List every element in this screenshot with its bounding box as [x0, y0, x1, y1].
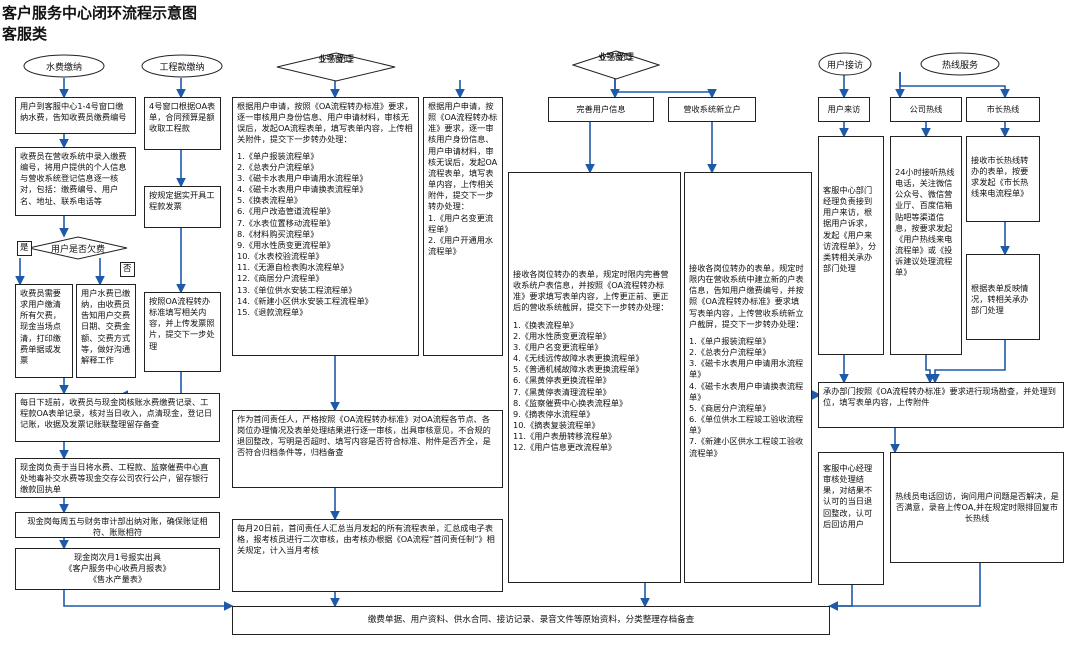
archive-step: 缴费单据、用户资料、供水合同、接访记录、录音文件等原始资料，分类整理存档备查	[232, 606, 830, 635]
manager-review: 客服中心经理审核处理结果，对结果不认可的当日退回整改，认可后回访用户	[818, 452, 884, 585]
daily-reconcile: 每日下班前，收费员与现金岗核账水费缴费记录、工程款OA表单记录，核对当日收入，点…	[15, 393, 220, 442]
business5-main-item: 10.《水表校验流程单》	[237, 251, 324, 262]
new-account-item: 6.《单位供水工程竣工验收流程单》	[689, 414, 804, 436]
monthly-report-line3: 《售水产量表》	[88, 574, 147, 585]
page-subtitle: 客服类	[2, 25, 48, 43]
business5-main-item: 1.《单户报装流程单》	[237, 150, 319, 161]
perfect-info-item: 12.《用户信息更改流程单》	[513, 442, 617, 453]
hotline-header: 热线服务	[920, 52, 1000, 76]
business5-main-item: 2.《总表分户流程单》	[237, 161, 319, 172]
business6-header-line1: 业务受理	[597, 53, 634, 63]
arrears-decision: 用户是否欠费	[28, 236, 128, 260]
business5-main-item: 4.《磁卡水表用户申请换表流程单》	[237, 184, 368, 195]
business5-main-item: 3.《磁卡水表用户申请用水流程单》	[237, 172, 368, 183]
water-step-explain: 用户水费已缴纳，由收费员告知用户交费日期、交费金额、交费方式等，做好沟通解释工作	[76, 284, 136, 378]
business5-main-item: 15.《退款流程单》	[237, 306, 308, 317]
cash-deposit: 现金岗负责于当日将水费、工程款、监察催费中心直处地毒补交水费等现金交存公司农行公…	[15, 458, 220, 498]
dept-handling: 承办部门按照《OA流程转办标准》要求进行现场勘查，并处理到位，填写表单内容，上传…	[818, 382, 1064, 428]
page-title: 客户服务中心闭环流程示意图	[2, 4, 198, 22]
water-step-collect-arrears: 收费员需要求用户缴清所有欠费，现金当场点清，打印缴费单据或发票	[15, 284, 73, 378]
business5-main-item: 7.《水表位置移动流程单》	[237, 217, 335, 228]
new-account-item: 3.《磁卡水表用户申请用水流程单》	[689, 358, 804, 380]
perfect-info-item: 6.《黑黄停表更换流程单》	[513, 375, 611, 386]
new-account-item: 2.《总表分户流程单》	[689, 347, 771, 358]
perfect-info-item: 3.《用户名变更流程单》	[513, 341, 603, 352]
business5-main-item: 9.《用水性质变更流程单》	[237, 239, 335, 250]
callback-step: 热线员电话回访，询问用户问题是否解决，是否满意，录音上传OA,并在规定时限排回复…	[890, 452, 1064, 563]
business5-main-item: 5.《换表流程单》	[237, 195, 303, 206]
perfect-info-item: 4.《无线远传故障水表更换流程单》	[513, 353, 644, 364]
business5-main-item: 11.《无源自检表购水流程单》	[237, 262, 349, 273]
business5-header-line1: 业务受理	[317, 55, 354, 65]
business5-main-item: 13.《单位供水安装工程流程单》	[237, 284, 357, 295]
business5-side-flow: 根据用户申请，按照《OA流程转办标准》要求，逐一审核用户身份信息、用户申请材料，…	[423, 97, 503, 356]
engineering-step-collect: 4号窗口根据OA表单，合同预算是额收取工程款	[144, 97, 221, 150]
visit-sub-header: 用户来访	[818, 97, 870, 122]
business5-main-flow: 根据用户申请，按照《OA流程转办标准》要求，逐一审核用户身份信息、用户申请材料，…	[232, 97, 419, 356]
water-step-verify: 收费员在营收系统中录入缴费编号，将用户提供的个人信息与营收系统登记信息逐一核对，…	[15, 147, 136, 216]
perfect-info-item: 11.《用户表册转移流程单》	[513, 431, 617, 442]
monthly-summary: 每月20日前，首问责任人汇总当月发起的所有流程表单，汇总成电子表格，报考核员进行…	[232, 519, 503, 592]
yes-label: 是	[17, 241, 32, 256]
mayor-hotline-header: 市长热线	[966, 97, 1040, 122]
business5-main-item: 12.《商居分户流程单》	[237, 273, 324, 284]
business6-header-line2: 6号窗口	[599, 53, 633, 63]
business5-header: 业务受理 5号窗口	[276, 52, 396, 82]
business5-side-intro: 根据用户申请，按照《OA流程转办标准》要求，逐一审核用户身份信息、用户申请材料，…	[428, 101, 498, 212]
new-account-item: 1.《单户报装流程单》	[689, 335, 771, 346]
engineering-step-upload: 按照OA流程转办标准填写相关内容，并上传发票照片，提交下一步处理	[144, 292, 221, 372]
perfect-info-item: 5.《普通机械故障水表更换流程单》	[513, 364, 644, 375]
mayor-hotline-step2: 根据表单反映情况，转相关承办部门处理	[966, 254, 1040, 340]
business5-header-line2: 5号窗口	[319, 55, 353, 65]
first-responsibility-review: 作为首问责任人，严格按照《OA流程转办标准》对OA流程各节点、各岗位办理情况及表…	[232, 410, 503, 488]
new-account-item: 5.《商居分户流程单》	[689, 402, 771, 413]
engineering-header: 工程款缴纳	[141, 54, 223, 78]
perfect-info-item: 7.《黑黄停表清理流程单》	[513, 386, 611, 397]
perfect-info-item: 9.《摘表停水流程单》	[513, 408, 595, 419]
perfect-info-item: 1.《换表流程单》	[513, 319, 579, 330]
company-hotline-header: 公司热线	[890, 97, 962, 122]
mayor-hotline-step1: 接收市长热线转办的表单，按要求发起《市长热线来电流程单》	[966, 136, 1040, 222]
new-account-item: 7.《新建小区供水工程竣工验收流程单》	[689, 436, 804, 458]
monthly-report: 现金岗次月1号报实出具 《客户服务中心收费月报表》 《售水产量表》	[15, 548, 220, 590]
perfect-info-item: 2.《用水性质变更流程单》	[513, 330, 611, 341]
new-account-intro: 接收各岗位转办的表单，规定时限内在营收系统中建立新的户表信息，告知用户缴费编号，…	[689, 263, 804, 329]
weekly-reconcile: 现金岗每周五与财务审计部出纳对账，确保账证相符、账账相符	[15, 512, 220, 538]
business5-side-item: 1.《用户名变更流程单》	[428, 212, 494, 234]
perfect-info-intro: 接收各岗位转办的表单，规定时限内完善营收系统户表信息，并按照《OA流程转办标准》…	[513, 269, 669, 313]
visit-step: 客服中心部门经理负责接到用户来访，根据用户诉求，发起《用户来访流程单》，分类转相…	[818, 136, 884, 355]
no-label: 否	[120, 262, 135, 277]
business6-header: 业务受理 6号窗口	[572, 50, 660, 80]
business5-main-intro: 根据用户申请，按照《OA流程转办标准》要求，逐一审核用户身份信息、用户申请材料，…	[237, 101, 413, 145]
perfect-info-flow: 接收各岗位转办的表单，规定时限内完善营收系统户表信息，并按照《OA流程转办标准》…	[508, 172, 681, 583]
new-account-item: 4.《磁卡水表用户申请换表流程单》	[689, 380, 804, 402]
water-fee-header: 水费缴纳	[23, 54, 105, 78]
new-account-flow: 接收各岗位转办的表单，规定时限内在营收系统中建立新的户表信息，告知用户缴费编号，…	[684, 172, 812, 583]
perfect-info-item: 10.《摘表复装流程单》	[513, 420, 600, 431]
business5-main-item: 14.《新建小区供水安装工程流程单》	[237, 295, 373, 306]
business5-main-item: 8.《材料购买流程单》	[237, 228, 319, 239]
business5-main-item: 6.《用户改造管道流程单》	[237, 206, 335, 217]
engineering-step-invoice: 按规定据实开具工程款发票	[144, 186, 221, 228]
visit-header: 用户接访	[818, 52, 872, 76]
monthly-report-line1: 现金岗次月1号报实出具	[73, 552, 162, 562]
business5-side-item: 2.《用户开通用水流程单》	[428, 234, 494, 257]
water-step-window: 用户到客服中心1-4号窗口缴纳水费，告知收费员缴费编号	[15, 97, 136, 134]
monthly-report-line2: 《客户服务中心收费月报表》	[64, 563, 171, 574]
perfect-info-item: 8.《监察催费中心换表流程单》	[513, 397, 628, 408]
company-hotline-step: 24小时接听热线电话，关注微信公众号、微信营业厅、百度信箱贴吧等渠道信息，按要求…	[890, 136, 962, 355]
perfect-info-header: 完善用户信息	[548, 97, 654, 122]
new-account-header: 营收系统新立户	[668, 97, 756, 122]
